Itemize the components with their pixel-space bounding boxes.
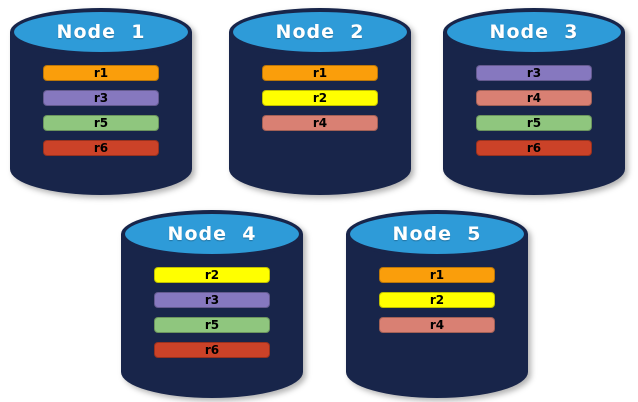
replica-bar-r5: r5	[43, 115, 159, 131]
cylinder-top: Node 1	[10, 8, 192, 56]
node-cylinder-3: Node 3 r3 r4 r5 r6	[443, 8, 625, 195]
replica-bar-r3: r3	[43, 90, 159, 106]
replica-bar-r2: r2	[154, 267, 270, 283]
replica-bar-r4: r4	[379, 317, 495, 333]
cylinder-body	[10, 32, 192, 195]
cylinder-top: Node 2	[229, 8, 411, 56]
cylinder-body	[346, 234, 528, 398]
node-cylinder-5: Node 5 r1 r2 r4	[346, 210, 528, 398]
replica-list: r1 r2 r4	[262, 65, 378, 131]
replica-bar-r4: r4	[476, 90, 592, 106]
node-cylinder-2: Node 2 r1 r2 r4	[229, 8, 411, 195]
replica-list: r1 r2 r4	[379, 267, 495, 333]
replica-bar-r6: r6	[43, 140, 159, 156]
replica-bar-r2: r2	[262, 90, 378, 106]
node-cylinder-1: Node 1 r1 r3 r5 r6	[10, 8, 192, 195]
cylinder-top: Node 5	[346, 210, 528, 258]
node-cylinder-4: Node 4 r2 r3 r5 r6	[121, 210, 303, 398]
cylinder-top: Node 4	[121, 210, 303, 258]
node-title: Node 2	[275, 21, 365, 43]
replica-bar-r4: r4	[262, 115, 378, 131]
cylinder-top: Node 3	[443, 8, 625, 56]
replica-list: r2 r3 r5 r6	[154, 267, 270, 358]
node-title: Node 3	[489, 21, 579, 43]
replica-bar-r1: r1	[379, 267, 495, 283]
replica-bar-r5: r5	[476, 115, 592, 131]
replica-bar-r3: r3	[154, 292, 270, 308]
cylinder-body	[443, 32, 625, 195]
replica-bar-r1: r1	[262, 65, 378, 81]
replica-list: r3 r4 r5 r6	[476, 65, 592, 156]
replica-bar-r6: r6	[154, 342, 270, 358]
replica-bar-r3: r3	[476, 65, 592, 81]
node-title: Node 1	[56, 21, 146, 43]
replica-bar-r2: r2	[379, 292, 495, 308]
node-title: Node 4	[167, 223, 257, 245]
node-title: Node 5	[392, 223, 482, 245]
replica-bar-r5: r5	[154, 317, 270, 333]
cylinder-body	[121, 234, 303, 398]
replica-bar-r6: r6	[476, 140, 592, 156]
cylinder-body	[229, 32, 411, 195]
replica-list: r1 r3 r5 r6	[43, 65, 159, 156]
replica-bar-r1: r1	[43, 65, 159, 81]
